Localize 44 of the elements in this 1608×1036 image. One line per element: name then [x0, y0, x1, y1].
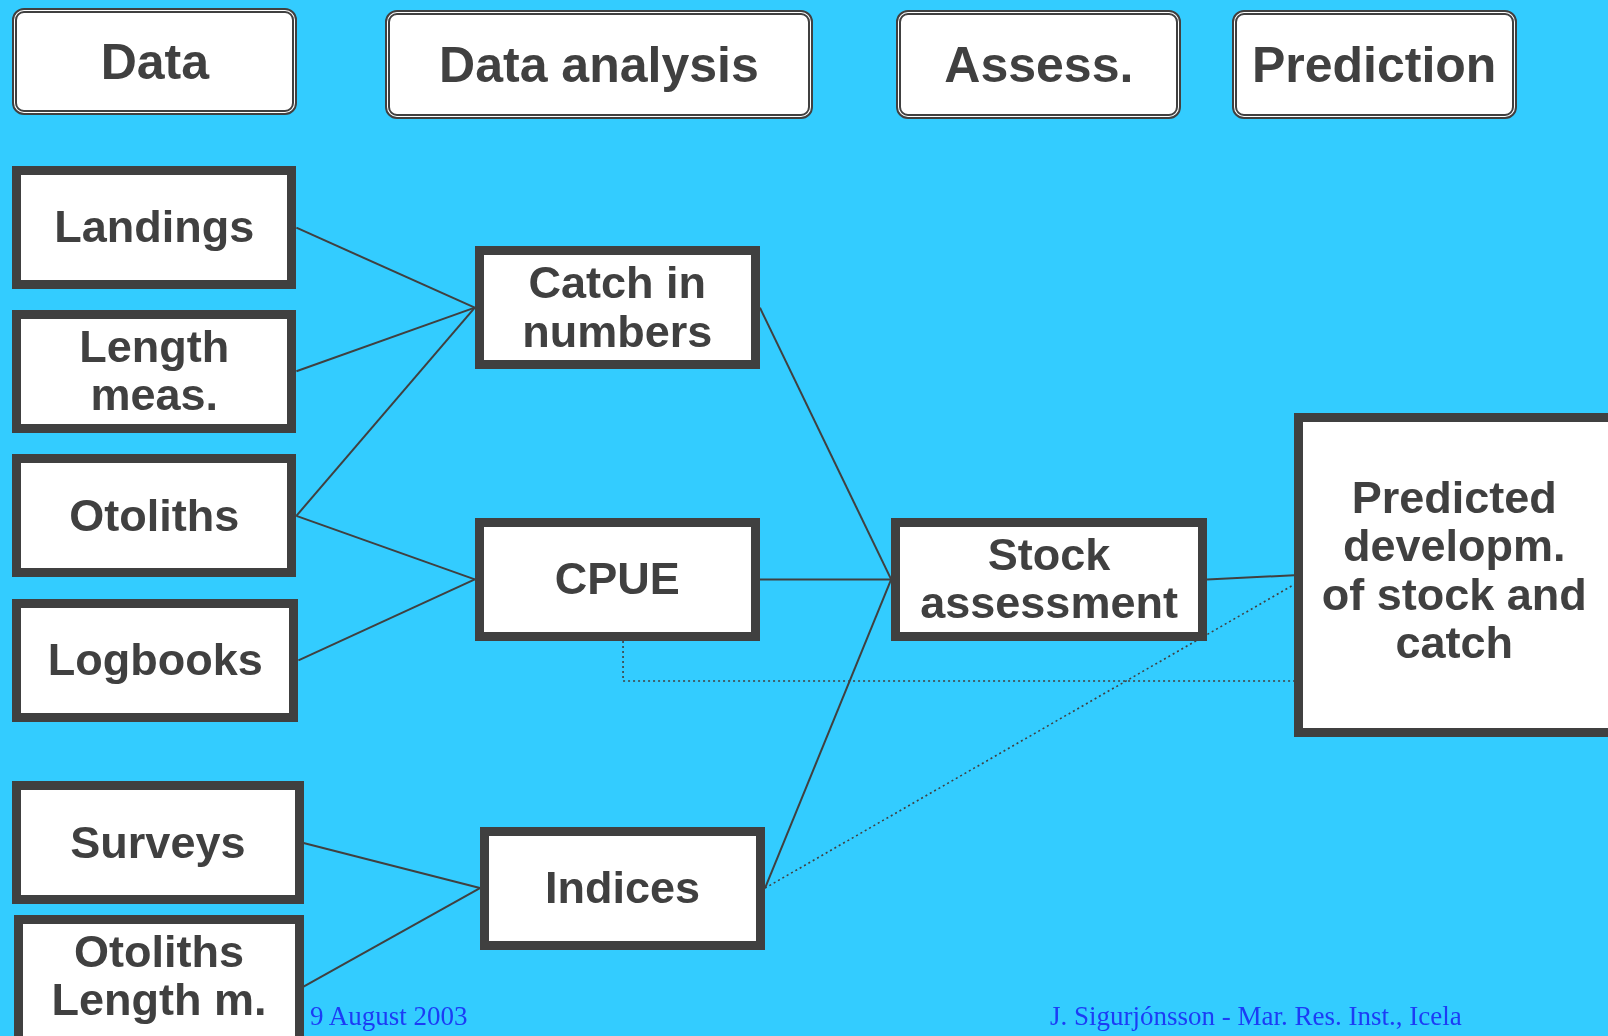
- connector-line: [1206, 574, 1296, 581]
- process-box: [14, 914, 304, 1036]
- node-label: Data: [100, 34, 209, 89]
- process-box: [12, 598, 299, 722]
- process-box: [12, 166, 297, 290]
- connector-line: [302, 887, 481, 988]
- column-header-box: [384, 10, 814, 119]
- node-label: Logbooks: [47, 636, 263, 685]
- connector-line: [764, 578, 893, 890]
- process-box: [12, 309, 297, 433]
- process-box: [891, 517, 1207, 641]
- column-header-box: [896, 10, 1182, 119]
- connector-line: [295, 306, 476, 517]
- connector-line: [758, 578, 893, 581]
- process-box: [474, 246, 760, 370]
- node-label: Otoliths: [69, 491, 240, 541]
- connector-line: [295, 306, 476, 373]
- node-label: CPUE: [554, 555, 680, 604]
- process-box: [474, 517, 760, 641]
- node-label: Landings: [54, 203, 255, 252]
- node-label: Length meas.: [78, 322, 231, 420]
- node-label: Assess.: [944, 37, 1134, 92]
- dotted-connector: [764, 583, 1295, 889]
- connector-line: [758, 306, 893, 581]
- connector-line: [302, 841, 481, 890]
- node-label: Catch in numbers: [521, 259, 714, 357]
- node-label: Indices: [544, 863, 700, 913]
- connector-line: [297, 578, 476, 662]
- node-label: Data analysis: [439, 37, 759, 92]
- connector-line: [295, 226, 476, 309]
- footer-text: 9 August 2003: [310, 1003, 468, 1030]
- process-box: [1294, 413, 1608, 738]
- node-label: Stock assessment: [919, 530, 1179, 628]
- process-box: [479, 826, 765, 950]
- connector-line: [295, 514, 476, 581]
- node-label: Otoliths Length m.: [50, 927, 268, 1025]
- process-box: [12, 454, 297, 578]
- node-label: Predicted developm. of stock and catch: [1320, 473, 1588, 668]
- node-label: Surveys: [70, 818, 246, 868]
- node-label: Prediction: [1251, 37, 1497, 92]
- column-header-box: [1231, 10, 1517, 119]
- footer-text: J. Sigurjónsson - Mar. Res. Inst., Icela: [1050, 1003, 1462, 1030]
- column-header-box: [12, 8, 298, 115]
- process-box: [12, 781, 304, 905]
